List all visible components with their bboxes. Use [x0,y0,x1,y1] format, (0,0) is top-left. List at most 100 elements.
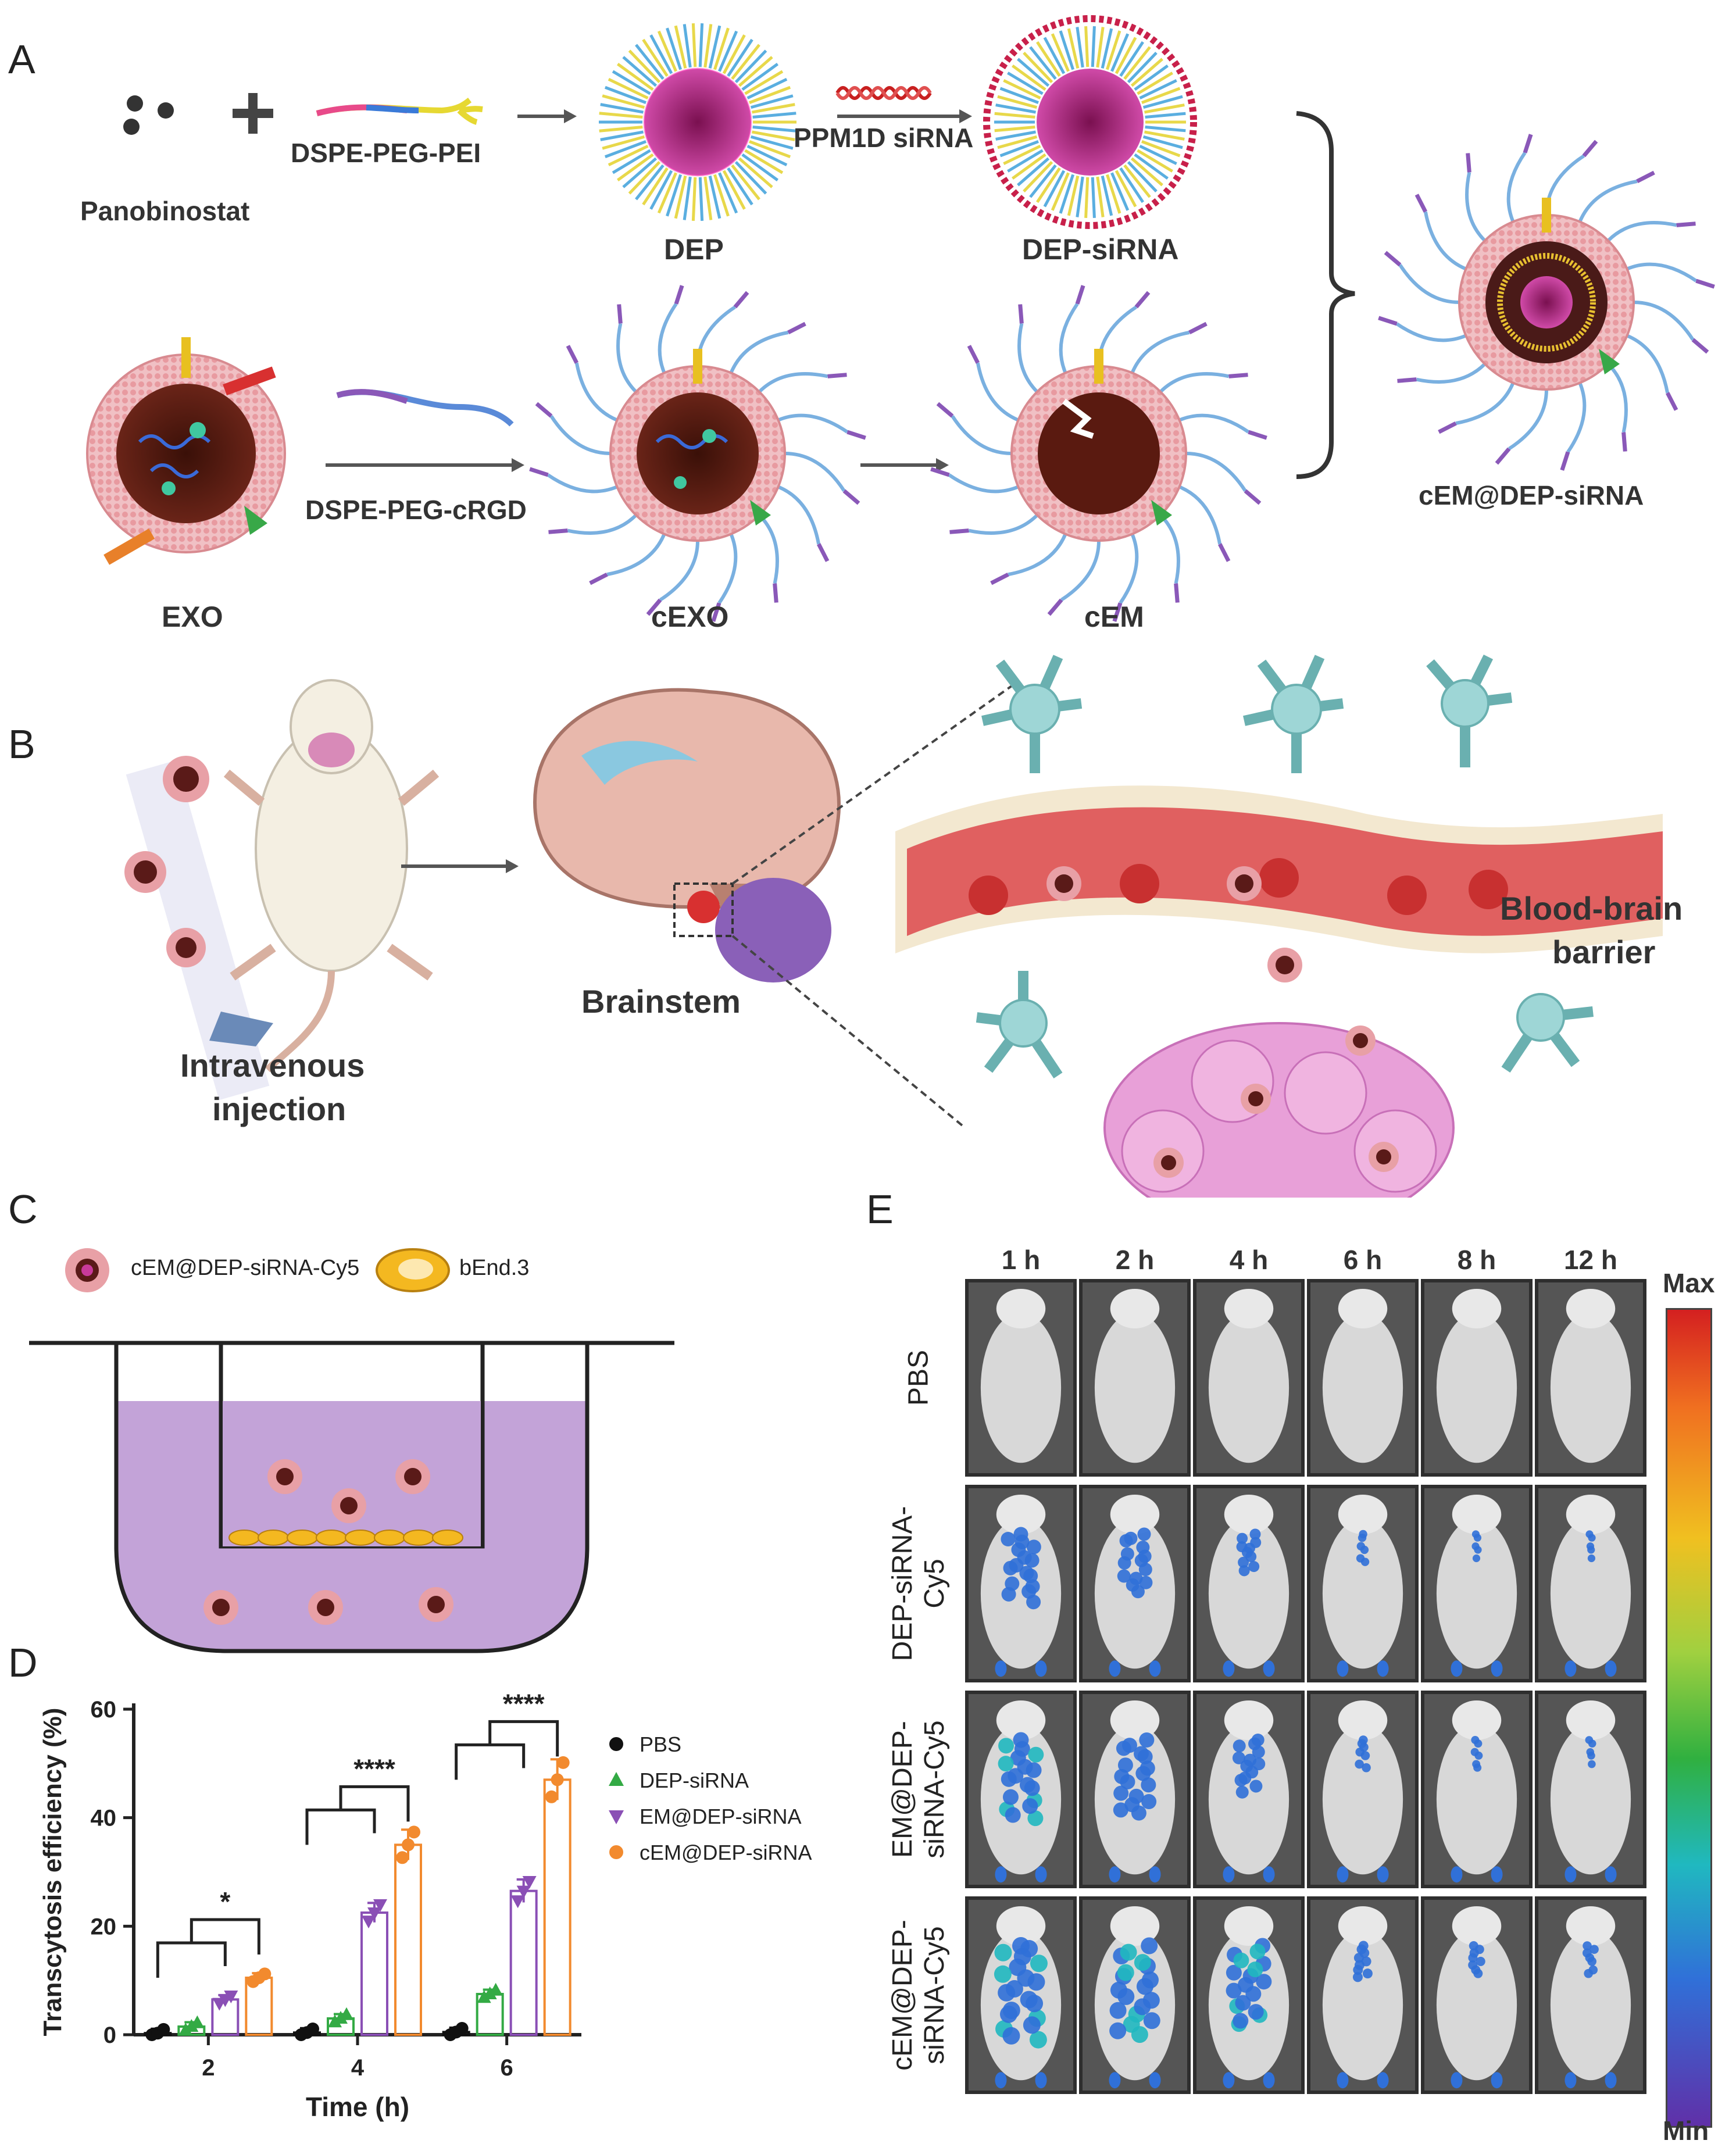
mouse-image [965,1485,1077,1682]
dep-micelle-icon [599,23,796,221]
data-point [340,2007,353,2020]
mouse-image [1079,1485,1191,1682]
cell-legend-icon [376,1248,450,1292]
mouse-image [965,1691,1077,1888]
mouse-image [1307,1279,1419,1477]
mouse-image [1307,1485,1419,1682]
data-point [224,1991,238,2004]
sirna-step-label: PPM1D siRNA [794,123,974,153]
mouse-image [1535,1485,1646,1682]
injection-label-line2: injection [212,1091,347,1127]
panel-a-schematic [86,15,1715,622]
panel-c-transwell [29,1248,674,1653]
panel-label-c: C [8,1187,38,1232]
time-label: 8 h [1457,1245,1496,1275]
significance-label: **** [353,1753,395,1784]
nanoparticle-icon [124,851,166,893]
x-tick-label: 2 [202,2055,215,2081]
group-label: PBS [903,1349,934,1406]
x-tick-label: 4 [351,2055,365,2081]
cexo-vesicle-icon [529,285,866,622]
significance-bracket [455,1720,559,1780]
dep-sirna-label: DEP-siRNA [1022,233,1179,266]
scale-min-label: Min [1663,2116,1709,2146]
time-label: 12 h [1563,1245,1618,1275]
data-point [328,2014,342,2028]
arrow-icon [401,859,519,873]
legend-label: PBS [640,1732,681,1756]
mouse-image [965,1896,1077,2094]
group-label: cEM@DEP-siRNA-Cy5 [887,1920,950,2071]
dep-label: DEP [664,233,724,266]
plus-icon [233,93,273,134]
data-point [516,1885,531,1899]
arrow-icon [517,109,577,123]
mouse-image [1079,1896,1191,2094]
group-label: EM@DEP-siRNA-Cy5 [887,1720,950,1859]
legend-nanoparticle-label: cEM@DEP-siRNA-Cy5 [131,1256,360,1280]
crgd-label: DSPE-PEG-cRGD [305,495,527,525]
merge-bracket-icon [1296,111,1355,479]
arrow-icon [837,109,972,123]
mouse-image [1421,1279,1533,1477]
syringe-icon [209,1012,273,1046]
exo-label: EXO [162,601,223,633]
data-point [551,1773,564,1786]
bbb-label-line1: Blood-brain [1500,890,1683,927]
scale-max-label: Max [1663,1268,1715,1298]
panel-label-a: A [8,37,35,82]
mouse-image [1193,1279,1305,1477]
nanoparticle-icon [163,756,209,802]
data-point [408,1825,420,1839]
final-product-label: cEM@DEP-siRNA [1419,480,1644,510]
legend-marker [609,1810,624,1824]
significance-label: **** [503,1688,545,1718]
data-point [334,2011,348,2024]
legend-marker [609,1845,623,1859]
y-tick-label: 40 [91,1806,117,1831]
data-point [178,2023,193,2036]
mouse-image [1535,1279,1646,1477]
mouse-image [1079,1279,1191,1477]
panobinostat-dots-icon [123,95,174,135]
blood-vessel-icon [895,785,1663,982]
mouse-image [1421,1896,1533,2094]
brainstem-label: Brainstem [581,983,741,1020]
injection-label-line1: Intravenous [180,1047,365,1084]
cem-dep-sirna-icon [1378,134,1715,471]
cem-label: cEM [1084,601,1144,633]
significance-label: * [220,1886,230,1917]
data-point [396,1851,409,1864]
time-label: 1 h [1001,1245,1041,1275]
y-tick-label: 60 [91,1697,117,1723]
y-tick-label: 0 [103,2023,116,2048]
mouse-image [1307,1691,1419,1888]
legend-label: DEP-siRNA [640,1768,749,1792]
mouse-icon [223,679,440,1073]
exo-vesicle-icon [86,337,286,565]
data-point [402,1838,415,1852]
panel-label-d: D [8,1640,38,1685]
data-point [190,2015,205,2028]
color-scale-bar [1666,1308,1712,2128]
mouse-image [1193,1485,1305,1682]
astrocyte-icon [976,654,1594,1078]
cexo-label: cEXO [651,601,729,633]
legend-label: cEM@DEP-siRNA [640,1841,812,1864]
data-point [545,1790,558,1803]
bar [360,1911,388,2036]
data-point [477,1990,491,2003]
mouse-image [1421,1691,1533,1888]
data-point [522,1876,537,1889]
cem-vesicle-icon [930,285,1267,622]
bar [394,1843,422,2036]
data-point [488,1982,503,1996]
legend-marker [609,1737,623,1751]
time-label: 4 h [1229,1245,1269,1275]
panel-label-b: B [8,721,35,767]
y-axis-label: Transcytosis efficiency (%) [38,1708,67,2036]
panobinostat-label: Panobinostat [80,196,250,226]
mouse-image [1535,1896,1646,2094]
x-tick-label: 6 [501,2055,513,2081]
legend-marker [609,1772,624,1786]
